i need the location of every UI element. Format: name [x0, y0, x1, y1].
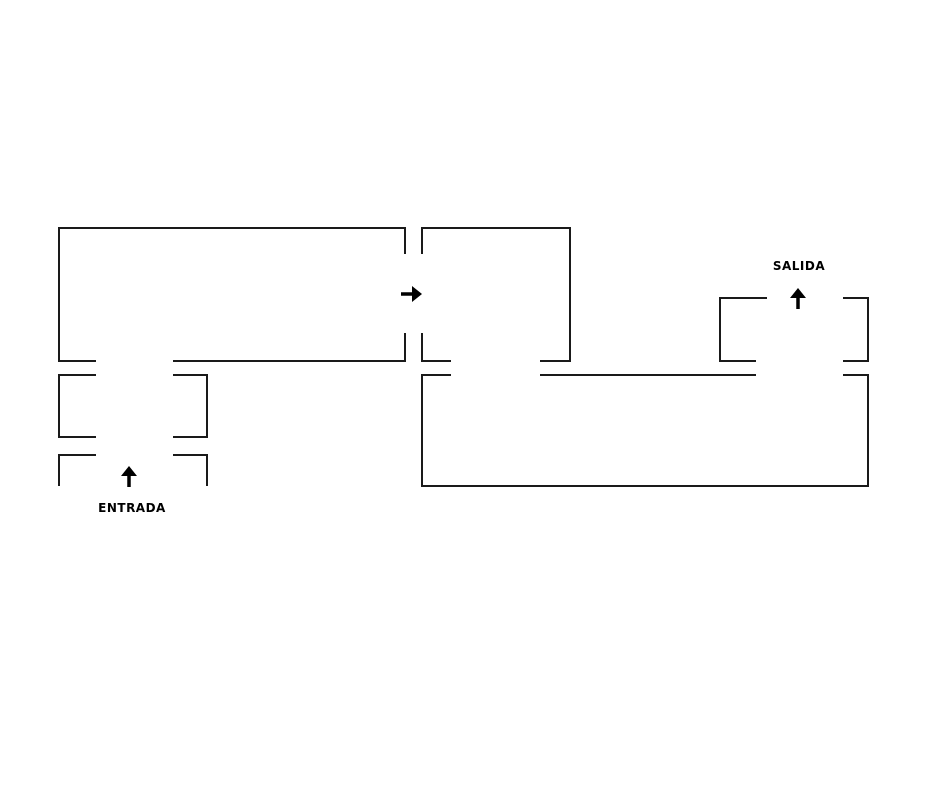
- wall-corridor-right-lower: [173, 454, 208, 486]
- room-exit: [719, 297, 869, 362]
- wall-middle-room-bottom-left: [421, 333, 451, 362]
- wall-exit-room-left: [719, 297, 767, 362]
- wall-upper-left-room-bottom-right: [173, 333, 406, 362]
- passage-arrow-head: [412, 286, 422, 302]
- wall-exit-room-right: [843, 297, 869, 362]
- wall-corridor-left-lower: [58, 454, 96, 486]
- entrance-corridor: [58, 374, 208, 486]
- wall-corridor-right-upper: [173, 374, 208, 438]
- exit-label: SALIDA: [773, 259, 826, 273]
- arrow-up-icon: [790, 288, 806, 309]
- entrance-arrow-head: [121, 466, 137, 476]
- wall-middle-room-main: [421, 227, 571, 362]
- wall-lower-room-left: [421, 374, 869, 487]
- arrow-up-icon: [121, 466, 137, 487]
- arrow-right-icon: [401, 286, 422, 302]
- room-middle: [421, 227, 571, 362]
- room-upper-left: [58, 227, 406, 362]
- room-lower-right: [421, 374, 869, 487]
- wall-corridor-left-upper: [58, 374, 96, 438]
- wall-upper-left-room-main: [58, 227, 406, 362]
- exit-arrow-head: [790, 288, 806, 298]
- entrance-label: ENTRADA: [98, 501, 166, 515]
